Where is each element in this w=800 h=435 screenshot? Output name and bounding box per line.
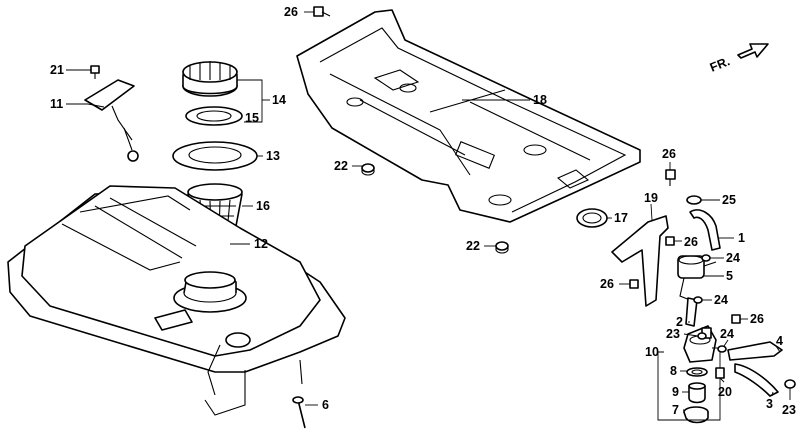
part-number-11: 11 (50, 97, 63, 111)
fuel-tank (7, 185, 346, 416)
part-number-23-upper: 23 (666, 327, 680, 341)
part-number-3: 3 (766, 397, 773, 411)
part-number-12: 12 (254, 237, 268, 251)
clip-25 (686, 195, 702, 205)
part-number-13: 13 (266, 149, 280, 163)
part-number-8: 8 (670, 364, 677, 378)
fuel-hose-1 (689, 209, 721, 251)
part-number-10: 10 (645, 345, 659, 359)
fuel-cock-5 (677, 255, 717, 301)
grommet-17 (576, 208, 608, 228)
part-number-26-top: 26 (284, 5, 298, 19)
clip-24-a (701, 254, 711, 262)
part-number-25: 25 (722, 193, 736, 207)
part-number-4: 4 (776, 334, 783, 348)
part-number-5: 5 (726, 269, 733, 283)
grommet-22-lower (495, 241, 509, 254)
screw-21 (90, 65, 100, 79)
part-number-20: 20 (718, 385, 732, 399)
bolt-26-left (629, 279, 639, 289)
bolt-26-bracket (665, 236, 675, 246)
part-number-24-c: 24 (720, 327, 734, 341)
part-number-2: 2 (676, 315, 683, 329)
part-number-26-bracket: 26 (684, 235, 698, 249)
bracket-19 (611, 215, 669, 307)
part-number-22-upper: 22 (334, 159, 348, 173)
clip-23-upper (697, 332, 707, 340)
o-ring-8 (686, 367, 708, 377)
bolt-20 (715, 367, 725, 379)
part-number-16: 16 (256, 199, 270, 213)
part-number-9: 9 (672, 385, 679, 399)
front-direction-label: FR. (708, 54, 732, 75)
clip-24-c (717, 345, 727, 353)
clip-23-lower (784, 379, 796, 389)
under-cover (296, 9, 641, 223)
front-direction-arrow-icon (737, 43, 769, 59)
hose-4 (727, 341, 783, 361)
clip-24-b (693, 296, 703, 304)
hose-3 (734, 363, 779, 397)
fuel-cap (182, 61, 238, 97)
part-number-6: 6 (322, 398, 329, 412)
filter-9 (688, 382, 706, 404)
part-number-26-lower: 26 (750, 312, 764, 326)
part-number-24-b: 24 (714, 293, 728, 307)
part-number-7: 7 (672, 403, 679, 417)
fuel-gauge (84, 79, 139, 162)
part-number-26-right: 26 (662, 147, 676, 161)
part-number-26-left: 26 (600, 277, 614, 291)
bolt-26-right (665, 169, 676, 186)
part-number-18: 18 (533, 93, 547, 107)
fuel-filter-assembly (683, 325, 717, 363)
part-number-24-a: 24 (726, 251, 740, 265)
bolt-26-lower (731, 314, 741, 324)
grommet-22-upper (361, 163, 375, 176)
part-number-22-lower: 22 (466, 239, 480, 253)
part-number-21: 21 (50, 63, 64, 77)
bolt-6 (292, 396, 306, 429)
part-number-19: 19 (644, 191, 658, 205)
part-number-14: 14 (272, 93, 286, 107)
leader-lines (66, 11, 791, 411)
part-number-1: 1 (738, 231, 745, 245)
part-number-15: 15 (245, 111, 259, 125)
bolt-26-top (313, 6, 331, 17)
cap-gasket (185, 106, 243, 126)
part-number-23-lower: 23 (782, 403, 796, 417)
part-number-17: 17 (614, 211, 628, 225)
filler-ring (172, 141, 258, 171)
